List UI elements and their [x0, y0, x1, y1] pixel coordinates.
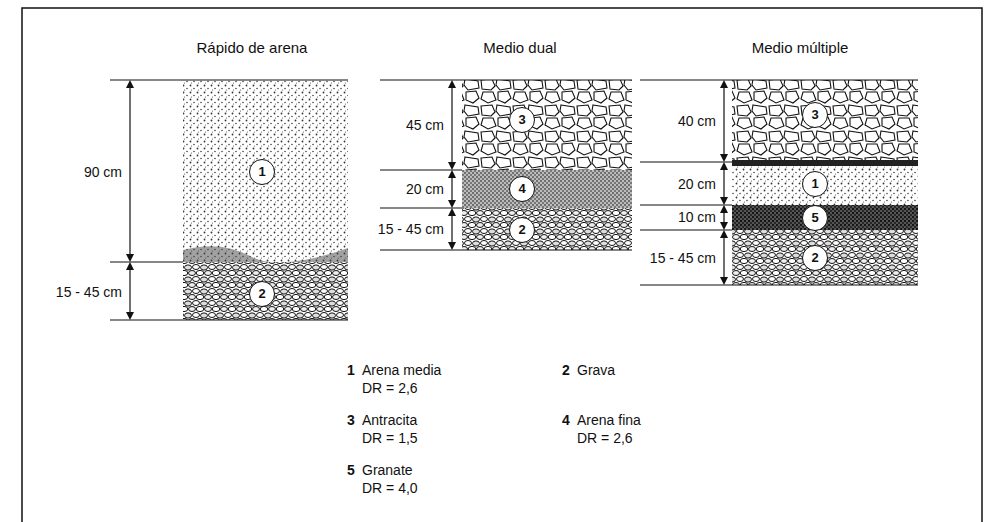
column-title: Medio dual	[481, 40, 558, 56]
dimension-label: 40 cm	[676, 113, 718, 129]
callout-circle: 2	[509, 217, 535, 243]
callout-number: 2	[811, 251, 818, 265]
legend-text: Arena fina	[575, 412, 643, 428]
legend-number: 5	[345, 462, 357, 478]
column-title: Rápido de arena	[195, 40, 310, 56]
legend-text: DR = 2,6	[360, 380, 420, 396]
legend-text: DR = 2,6	[575, 430, 635, 446]
dimension-label: 10 cm	[676, 209, 718, 225]
legend-text: Arena media	[360, 362, 443, 378]
legend-number: 3	[345, 412, 357, 428]
dimension-label: 20 cm	[676, 176, 718, 192]
legend-number: 2	[560, 362, 572, 378]
callout-circle: 1	[249, 159, 275, 185]
callout-number: 4	[518, 182, 525, 196]
legend-text: Granate	[360, 462, 415, 478]
legend-text: Grava	[575, 362, 617, 378]
legend-text: DR = 4,0	[360, 480, 420, 496]
dimension-label: 20 cm	[404, 181, 446, 197]
dimension-label: 15 - 45 cm	[54, 284, 124, 300]
legend-number: 4	[560, 412, 572, 428]
callout-number: 1	[258, 165, 265, 179]
dimension-label: 90 cm	[82, 164, 124, 180]
callout-number: 1	[811, 177, 818, 191]
callout-circle: 2	[249, 281, 275, 307]
callout-number: 5	[811, 211, 818, 225]
legend-text: Antracita	[360, 412, 419, 428]
legend-text: DR = 1,5	[360, 430, 420, 446]
callout-circle: 5	[802, 205, 828, 231]
dimension-label: 15 - 45 cm	[376, 221, 446, 237]
column-title: Medio múltiple	[750, 40, 851, 56]
legend-number: 1	[345, 362, 357, 378]
dimension-label: 45 cm	[404, 117, 446, 133]
callout-number: 3	[811, 108, 818, 122]
callout-circle: 3	[802, 102, 828, 128]
callout-circle: 4	[509, 176, 535, 202]
callout-number: 3	[518, 113, 525, 127]
callout-number: 2	[518, 223, 525, 237]
callout-circle: 3	[509, 107, 535, 133]
callout-number: 2	[258, 287, 265, 301]
dimension-label: 15 - 45 cm	[648, 250, 718, 266]
callout-circle: 1	[802, 171, 828, 197]
callout-circle: 2	[802, 245, 828, 271]
